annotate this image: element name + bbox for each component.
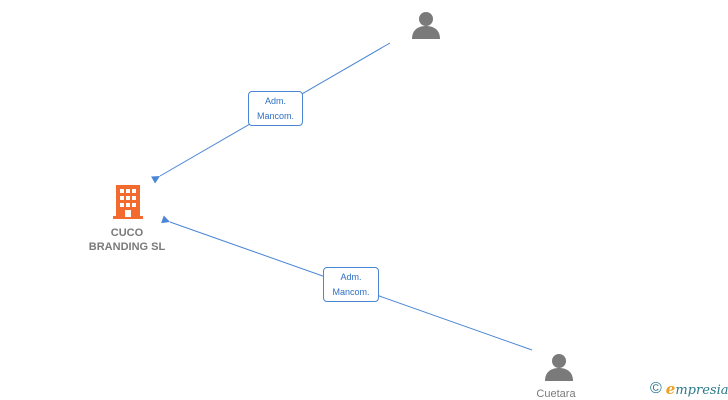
relation-label-2: Adm. Mancom. <box>323 267 379 302</box>
person-icon[interactable] <box>544 352 574 387</box>
copyright-icon: © <box>650 380 662 397</box>
relation-label-1-line1: Adm. <box>264 96 286 106</box>
person-2-name[interactable]: Cuetara <box>536 388 576 400</box>
relation-label-2-line1: Adm. <box>340 272 362 282</box>
relation-label-2-line2: Mancom. <box>332 287 370 297</box>
brand-logo[interactable]: empresia <box>666 380 728 398</box>
company-name-line1: CUCO <box>110 227 144 239</box>
relation-label-1-line2: Mancom. <box>256 111 294 121</box>
company-name-line2: BRANDING SL <box>88 241 166 253</box>
copyright-footer: © empresia <box>650 380 728 398</box>
brand-rest: mpresia <box>675 383 728 398</box>
relation-label-1: Adm. Mancom. <box>248 91 303 126</box>
person-icon[interactable] <box>411 10 441 45</box>
company-name[interactable]: CUCO BRANDING SL <box>70 226 184 254</box>
brand-initial: e <box>665 380 676 398</box>
building-icon[interactable] <box>112 185 144 225</box>
